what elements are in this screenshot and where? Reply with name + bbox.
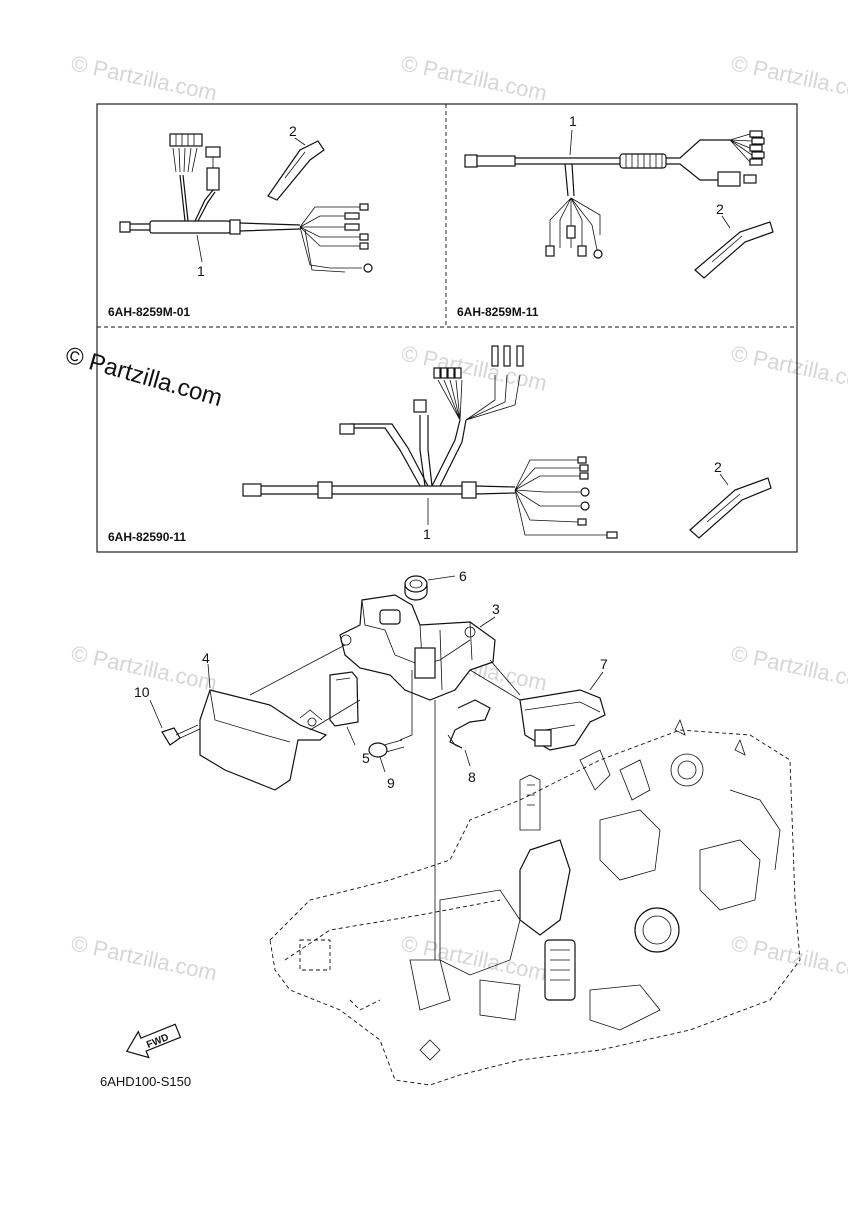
clamp-part-8: [447, 699, 491, 767]
watermark-tiles: © Partzilla.com © Partzilla.com © Partzi…: [69, 50, 848, 985]
callout-label: 4: [202, 650, 210, 666]
watermark-main: © Partzilla.com: [62, 342, 225, 413]
bolt-part-9: [368, 739, 405, 773]
watermark-tile: © Partzilla.com: [69, 930, 219, 985]
connector-left: [119, 221, 131, 233]
panel-harness-82590: 1 2 6AH-82590-11: [108, 345, 772, 544]
callout-label: 8: [468, 769, 476, 785]
panel-part-code: 6AH-8259M-01: [108, 305, 190, 319]
watermark-tile: © Partzilla.com: [729, 640, 848, 695]
watermark-tile: © Partzilla.com: [69, 50, 219, 105]
callout-label: 6: [459, 568, 467, 584]
callout-label: 9: [387, 775, 395, 791]
bracket-part-3: [339, 594, 496, 701]
harness-sleeve: [149, 220, 231, 234]
callout-label: 2: [716, 201, 724, 217]
callout-label: 1: [569, 113, 577, 129]
callout-label: 1: [423, 526, 431, 542]
callout-label: 3: [492, 601, 500, 617]
watermark-tile: © Partzilla.com: [729, 340, 848, 395]
callout-label: 1: [197, 263, 205, 279]
plate-part-5: [329, 671, 359, 746]
corrugated-tube: [619, 153, 667, 169]
cable-tie: [694, 221, 774, 279]
ring-terminal: [593, 249, 603, 259]
panel-part-code: 6AH-8259M-11: [457, 305, 539, 319]
watermark-tile: © Partzilla.com: [399, 50, 549, 105]
callout-label: 7: [600, 656, 608, 672]
screw-part-10: [149, 699, 201, 746]
assembly-guide-lines: [249, 644, 521, 960]
cable-tie: [267, 140, 325, 201]
holder-part-7: [519, 671, 606, 751]
watermark-tile: © Partzilla.com: [729, 50, 848, 105]
harness-variants-box: [96, 103, 798, 553]
fwd-arrow-icon: [125, 1023, 182, 1059]
watermark-tile: © Partzilla.com: [399, 930, 549, 985]
panel-harness-11: 1 2 6AH-8259M-11: [457, 113, 774, 319]
ring-terminal: [363, 263, 373, 273]
panel-harness-01: 1 2 6AH-8259M-01: [108, 123, 373, 319]
bracket-assembly: 6 3 4 10: [134, 568, 608, 960]
grommet-part-6: [404, 575, 456, 601]
watermark-main-text: © Partzilla.com: [62, 342, 225, 413]
figure-code: 6AHD100-S150: [100, 1074, 191, 1089]
outer-frame: [96, 103, 798, 553]
inline-fuse: [206, 167, 220, 191]
cover-part-4: [199, 663, 328, 791]
panel-part-code: 6AH-82590-11: [108, 530, 186, 544]
engine-block: [269, 718, 801, 1086]
multi-pin-connector: [169, 133, 203, 147]
callout-label: 5: [362, 750, 370, 766]
cable-tie: [689, 477, 772, 539]
callout-label: 10: [134, 684, 150, 700]
callout-label: 2: [714, 459, 722, 475]
fwd-direction-arrow: FWD: [125, 1023, 182, 1059]
callout-label: 2: [289, 123, 297, 139]
watermark-tile: © Partzilla.com: [399, 340, 549, 395]
watermark-tile: © Partzilla.com: [729, 930, 848, 985]
